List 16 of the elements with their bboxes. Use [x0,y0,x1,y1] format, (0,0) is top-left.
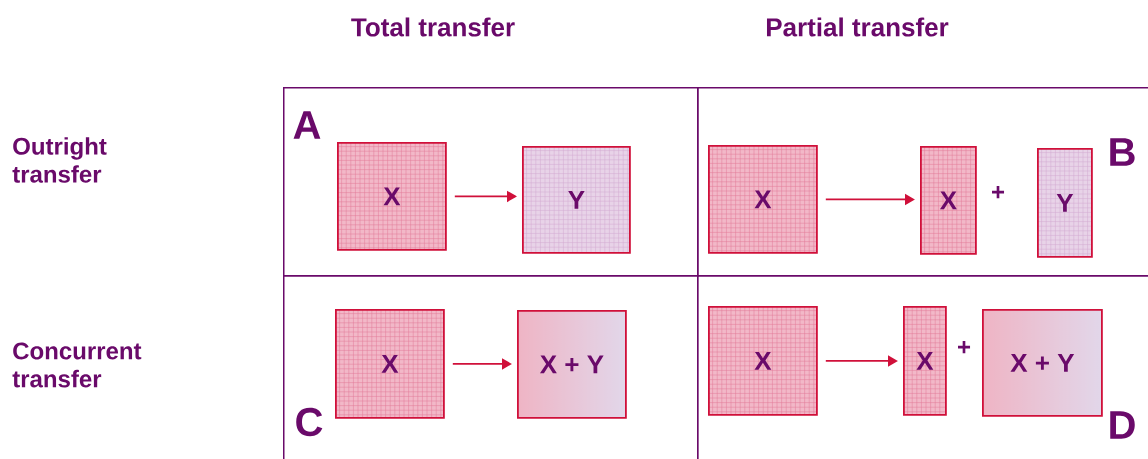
grid-box: X [707,144,818,254]
plus-sign: + [992,185,1005,199]
gradient-box: X + Y [982,309,1103,417]
row-heading: Concurrent transfer [12,342,142,388]
grid-box: X [902,305,947,416]
gradient-box: X + Y [517,310,627,419]
column-heading: Partial transfer [767,17,949,37]
grid-box: X [336,141,447,251]
grid-box: X [334,308,445,419]
column-heading: Total transfer [351,17,515,37]
grid-box: Y [521,145,631,254]
row-heading: Outright transfer [12,137,107,183]
plus-sign: + [958,340,971,354]
grid-box: X [707,305,818,416]
grid-box: Y [1036,147,1093,258]
grid-box: X [919,145,977,255]
